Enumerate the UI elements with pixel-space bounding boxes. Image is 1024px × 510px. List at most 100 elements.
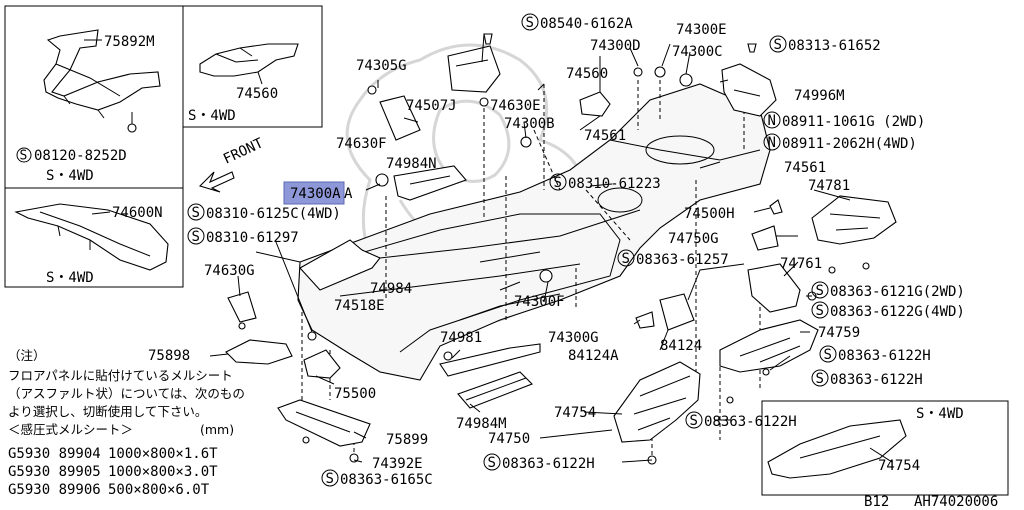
label-s4wd-inset: S・4WD — [188, 108, 236, 124]
highlight-74300A[interactable] — [283, 181, 345, 205]
small-parts — [227, 33, 870, 465]
svg-text:08313-61652: 08313-61652 — [788, 38, 881, 54]
label-74759: 74759 — [818, 325, 860, 341]
fastener-08363-6122H-a: S 08363-6122H — [819, 345, 931, 364]
note-block: （注） フロアパネルに貼付けているメルシート （アスファルト状）については、次の… — [8, 348, 245, 498]
label-74761: 74761 — [780, 256, 822, 272]
svg-text:08363-6122G(4WD): 08363-6122G(4WD) — [830, 304, 965, 320]
label-74300A-suffix: A — [344, 186, 353, 202]
heat-shields — [225, 195, 907, 479]
label-74781: 74781 — [808, 178, 850, 194]
inset-75892M: 75892M — [4, 5, 184, 189]
svg-text:S: S — [554, 175, 562, 191]
fastener-08363-6122H-b: S 08363-6122H — [811, 369, 923, 388]
label-74300B: 74300B — [504, 116, 555, 132]
label-74300C: 74300C — [672, 44, 723, 60]
note-row-code-3: G5930 89906 — [8, 482, 101, 498]
label-74300E: 74300E — [676, 22, 727, 38]
fastener-08310-61297: S 08310-61297 — [187, 227, 299, 246]
svg-text:S: S — [774, 37, 782, 53]
label-74518E: 74518E — [334, 298, 385, 314]
label-74750G: 74750G — [668, 231, 719, 247]
inset-74560: 74560 S・4WD — [182, 5, 323, 128]
label-74561-b: 74561 — [784, 160, 826, 176]
label-74600N: 74600N — [112, 205, 163, 221]
note-row-code-1: G5930 89904 — [8, 446, 101, 462]
svg-text:S: S — [816, 303, 824, 319]
note-line-4-left: ＜感圧式メルシート＞ — [8, 422, 133, 437]
front-arrow: FRONT — [198, 135, 266, 193]
svg-text:08363-6121G(2WD): 08363-6121G(2WD) — [830, 284, 965, 300]
label-75500: 75500 — [334, 386, 376, 402]
label-front: FRONT — [221, 135, 266, 168]
svg-text:N: N — [768, 113, 776, 129]
label-74300F: 74300F — [514, 294, 565, 310]
svg-text:S: S — [622, 251, 630, 267]
note-line-1: フロアパネルに貼付けているメルシート — [8, 368, 233, 383]
note-line-4-right: (mm) — [200, 422, 234, 437]
label-74996M: 74996M — [794, 88, 845, 104]
fastener-08363-6121G: S 08363-6121G(2WD) — [811, 281, 965, 300]
note-row-size-3: 500×800×6.0T — [108, 482, 210, 498]
label-74560-inset: 74560 — [236, 86, 278, 102]
label-75898: 75898 — [148, 348, 190, 364]
label-84124A: 84124A — [568, 348, 619, 364]
label-08120-8252D: 08120-8252D — [34, 148, 127, 164]
fastener-08310-6125C: S 08310-6125C(4WD) — [187, 203, 341, 222]
label-74754-b: 74754 — [878, 458, 920, 474]
fastener-08313-61652: S 08313-61652 — [769, 35, 881, 54]
label-74750: 74750 — [488, 431, 530, 447]
fastener-08363-6122H-d: S 08363-6122H — [483, 453, 595, 472]
svg-text:S: S — [526, 15, 534, 31]
fastener-08540-6162A: S 08540-6162A — [521, 13, 633, 32]
svg-text:08310-6125C(4WD): 08310-6125C(4WD) — [206, 206, 341, 222]
note-title: （注） — [8, 348, 46, 363]
note-row-size-1: 1000×800×1.6T — [108, 446, 218, 462]
label-74305G: 74305G — [356, 58, 407, 74]
svg-text:S: S — [192, 229, 200, 245]
label-74507J: 74507J — [406, 98, 457, 114]
svg-text:08363-6122H: 08363-6122H — [704, 414, 797, 430]
label-74560: 74560 — [566, 66, 608, 82]
fastener-08363-6122G: S 08363-6122G(4WD) — [811, 301, 965, 320]
svg-text:S: S — [20, 149, 28, 164]
inset-74754-s4wd — [761, 400, 1009, 496]
note-line-2: （アスファルト状）については、次のもの — [8, 386, 245, 401]
svg-text:08363-6165C: 08363-6165C — [340, 472, 433, 488]
footer-code-right: AH74020006 — [914, 494, 998, 510]
label-75892M: 75892M — [104, 34, 155, 50]
label-74630E: 74630E — [490, 98, 541, 114]
note-line-3: より選択し、切断使用して下さい。 — [8, 404, 207, 419]
svg-text:08540-6162A: 08540-6162A — [540, 16, 633, 32]
svg-text:N: N — [768, 135, 776, 151]
svg-text:S: S — [192, 205, 200, 221]
svg-text:08310-61297: 08310-61297 — [206, 230, 299, 246]
svg-text:08363-6122H: 08363-6122H — [830, 372, 923, 388]
fastener-08363-6165C: S 08363-6165C — [321, 469, 433, 488]
footer-code-left: B12 — [864, 494, 889, 510]
label-74500H: 74500H — [684, 206, 735, 222]
label-s4wd-c: S・4WD — [46, 270, 94, 286]
label-s4wd-a: S・4WD — [46, 168, 94, 184]
label-75899: 75899 — [386, 432, 428, 448]
svg-text:08310-61223: 08310-61223 — [568, 176, 661, 192]
label-74300A-highlighted[interactable]: 74300A — [290, 186, 341, 202]
svg-text:S: S — [488, 455, 496, 471]
svg-text:S: S — [824, 347, 832, 363]
svg-text:08911-1061G (2WD): 08911-1061G (2WD) — [782, 114, 925, 130]
label-74981: 74981 — [440, 330, 482, 346]
label-74984M: 74984M — [456, 416, 507, 432]
label-74561-a: 74561 — [584, 128, 626, 144]
label-74630G: 74630G — [204, 263, 255, 279]
label-leaders — [209, 33, 893, 463]
label-74630F: 74630F — [336, 136, 387, 152]
svg-text:08363-6122H: 08363-6122H — [838, 348, 931, 364]
svg-text:08363-61257: 08363-61257 — [636, 252, 729, 268]
label-74300D: 74300D — [590, 38, 641, 54]
label-74984: 74984 — [370, 281, 412, 297]
label-74754-a: 74754 — [554, 405, 596, 421]
label-s4wd-d: S・4WD — [916, 406, 964, 422]
label-84124: 84124 — [660, 338, 702, 354]
fastener-08310-61223: S 08310-61223 — [549, 173, 661, 192]
